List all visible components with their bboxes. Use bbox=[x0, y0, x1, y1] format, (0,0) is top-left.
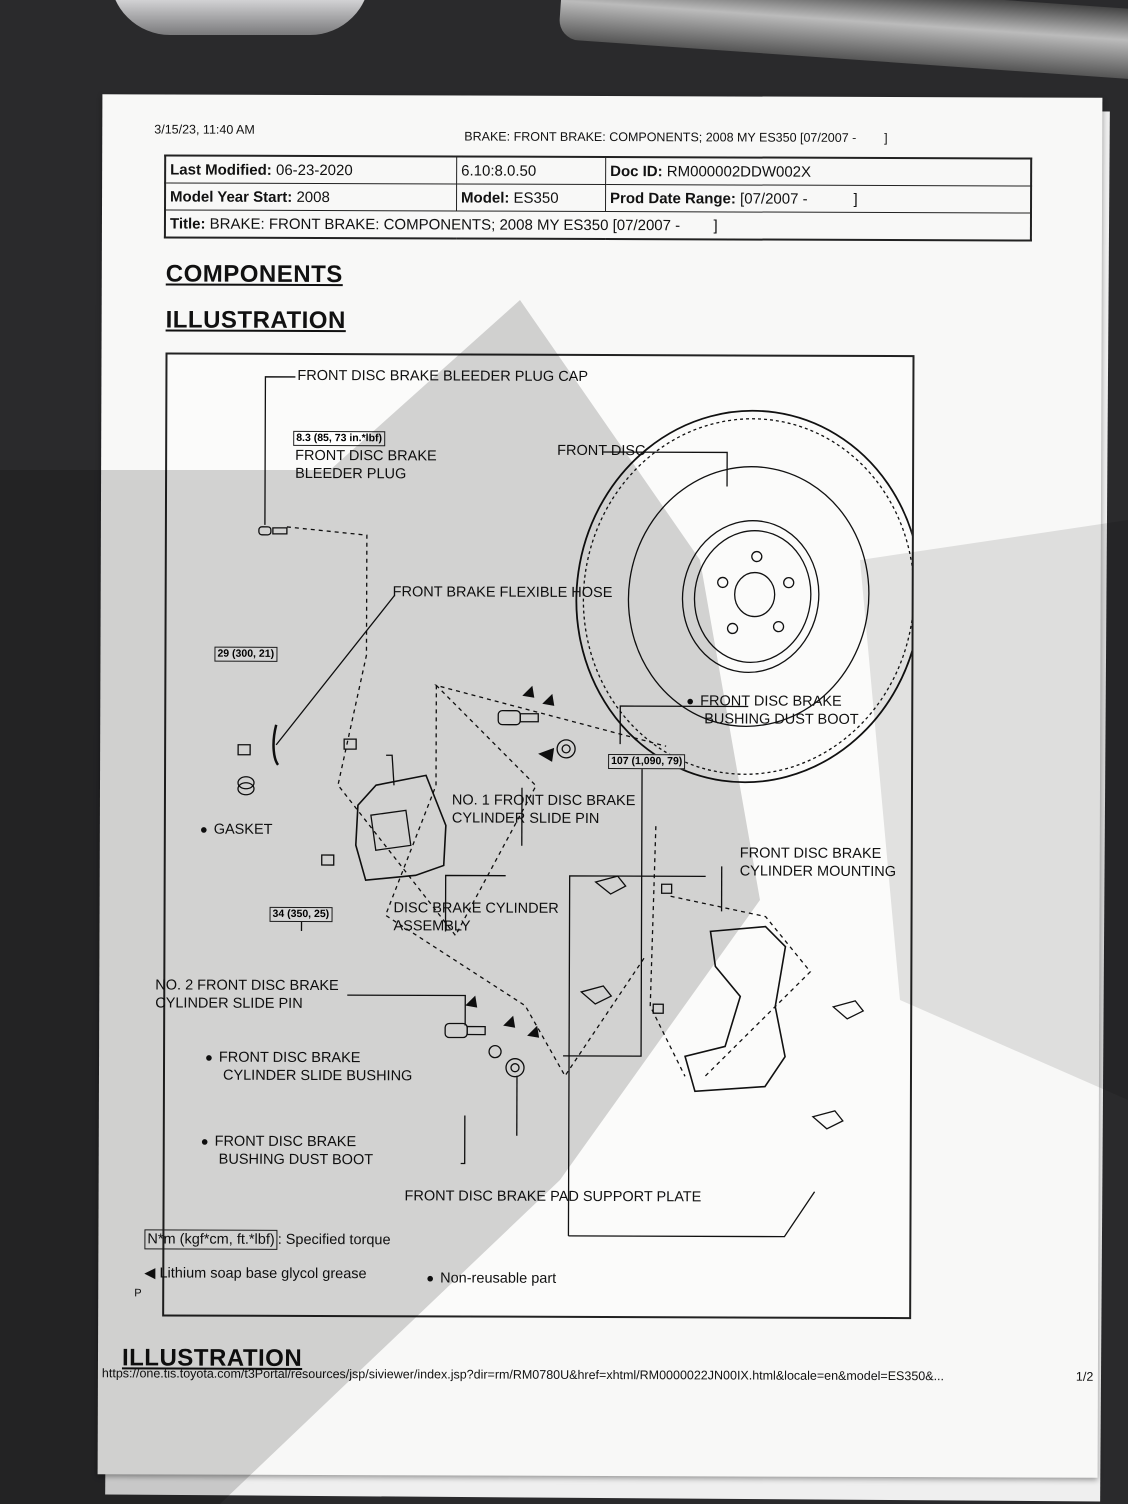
torque-hose: 29 (300, 21) bbox=[214, 646, 278, 662]
label-flexible-hose: FRONT BRAKE FLEXIBLE HOSE bbox=[392, 584, 613, 602]
last-modified-label: Last Modified: bbox=[170, 160, 272, 179]
model-year-value: 2008 bbox=[292, 188, 330, 206]
legend-non-reusable: Non-reusable part bbox=[426, 1269, 556, 1287]
label-no2-slide-pin-2: CYLINDER SLIDE PIN bbox=[155, 995, 303, 1012]
label-gasket: GASKET bbox=[200, 821, 273, 839]
title-cell: Title: BRAKE: FRONT BRAKE: COMPONENTS; 2… bbox=[164, 209, 1032, 241]
label-bleeder-plug-cap: FRONT DISC BRAKE BLEEDER PLUG CAP bbox=[297, 367, 589, 385]
document-meta-table: Last Modified: 06-23-2020 6.10:8.0.50 Do… bbox=[163, 154, 1033, 242]
grease-arrow-icon: ◀ bbox=[144, 1265, 156, 1282]
footer-url: https://one.tis.toyota.com/t3Portal/reso… bbox=[101, 1366, 945, 1384]
legend-grease: ◀ Lithium soap base glycol grease bbox=[144, 1264, 366, 1283]
label-no1-slide-pin-1: NO. 1 FRONT DISC BRAKE bbox=[451, 792, 636, 810]
components-heading: COMPONENTS bbox=[165, 260, 343, 289]
doc-id-value: RM000002DDW002X bbox=[662, 162, 812, 181]
torque-bleeder: 8.3 (85, 73 in.*lbf) bbox=[293, 430, 386, 447]
label-bleeder-plug-2: BLEEDER PLUG bbox=[295, 465, 407, 483]
label-no2-slide-pin-1: NO. 2 FRONT DISC BRAKE bbox=[155, 977, 339, 995]
prod-date-label: Prod Date Range: bbox=[610, 189, 736, 207]
wrench-handle-image bbox=[110, 0, 370, 35]
title-value: BRAKE: FRONT BRAKE: COMPONENTS; 2008 MY … bbox=[205, 215, 718, 234]
last-modified-value: 06-23-2020 bbox=[271, 161, 353, 179]
label-dust-boot-top-1: FRONT DISC BRAKE bbox=[686, 692, 842, 711]
label-pad-support-plate: FRONT DISC BRAKE PAD SUPPORT PLATE bbox=[404, 1188, 702, 1206]
model-value: ES350 bbox=[509, 189, 559, 207]
label-slide-bushing-2: CYLINDER SLIDE BUSHING bbox=[222, 1067, 413, 1085]
label-slide-bushing-1: FRONT DISC BRAKE bbox=[205, 1049, 361, 1068]
figure-corner-mark: P bbox=[134, 1287, 142, 1300]
model-label: Model: bbox=[461, 189, 510, 207]
print-header-title: BRAKE: FRONT BRAKE: COMPONENTS; 2008 MY … bbox=[464, 129, 888, 145]
model-cell: Model: ES350 bbox=[456, 183, 606, 212]
prod-date-value: [07/2007 - ] bbox=[735, 189, 858, 208]
doc-id-cell: Doc ID: RM000002DDW002X bbox=[605, 157, 1032, 187]
label-cylinder-mounting-2: CYLINDER MOUNTING bbox=[739, 863, 897, 881]
legend-grease-text: Lithium soap base glycol grease bbox=[159, 1265, 367, 1283]
footer-page-number: 1/2 bbox=[1075, 1369, 1094, 1384]
illustration-drawing bbox=[237, 376, 913, 1238]
label-front-disc: FRONT DISC bbox=[557, 442, 646, 460]
doc-id-label: Doc ID: bbox=[610, 162, 663, 180]
label-dust-boot-bottom-1: FRONT DISC BRAKE bbox=[201, 1133, 357, 1152]
label-cylinder-assembly-2: ASSEMBLY bbox=[393, 918, 471, 935]
version-cell: 6.10:8.0.50 bbox=[456, 156, 606, 185]
torque-cylinder: 34 (350, 25) bbox=[269, 906, 333, 923]
print-datetime: 3/15/23, 11:40 AM bbox=[154, 122, 255, 137]
label-no1-slide-pin-2: CYLINDER SLIDE PIN bbox=[451, 810, 600, 827]
printed-page: 3/15/23, 11:40 AM BRAKE: FRONT BRAKE: CO… bbox=[97, 94, 1103, 1478]
label-cylinder-assembly-1: DISC BRAKE CYLINDER bbox=[393, 900, 559, 917]
prod-date-cell: Prod Date Range: [07/2007 - ] bbox=[605, 184, 1032, 214]
label-bleeder-plug-1: FRONT DISC BRAKE bbox=[295, 447, 437, 465]
model-year-label: Model Year Start: bbox=[170, 187, 293, 206]
legend-torque-unit: N*m (kgf*cm, ft.*lbf) bbox=[144, 1229, 278, 1250]
torque-mounting: 107 (1,090, 79) bbox=[608, 754, 686, 770]
tool-handle-image bbox=[558, 0, 1128, 81]
brake-components-illustration: FRONT DISC BRAKE BLEEDER PLUG CAP 8.3 (8… bbox=[134, 352, 915, 1320]
label-dust-boot-bottom-2: BUSHING DUST BOOT bbox=[218, 1151, 374, 1169]
legend-torque-desc: : Specified torque bbox=[277, 1231, 391, 1249]
last-modified-cell: Last Modified: 06-23-2020 bbox=[165, 155, 457, 184]
model-year-cell: Model Year Start: 2008 bbox=[165, 182, 457, 211]
label-cylinder-mounting-1: FRONT DISC BRAKE bbox=[739, 845, 882, 862]
label-dust-boot-top-2: BUSHING DUST BOOT bbox=[704, 711, 859, 728]
illustration-heading: ILLUSTRATION bbox=[165, 306, 346, 335]
title-label: Title: bbox=[169, 214, 206, 233]
legend-torque: N*m (kgf*cm, ft.*lbf): Specified torque bbox=[144, 1229, 391, 1250]
